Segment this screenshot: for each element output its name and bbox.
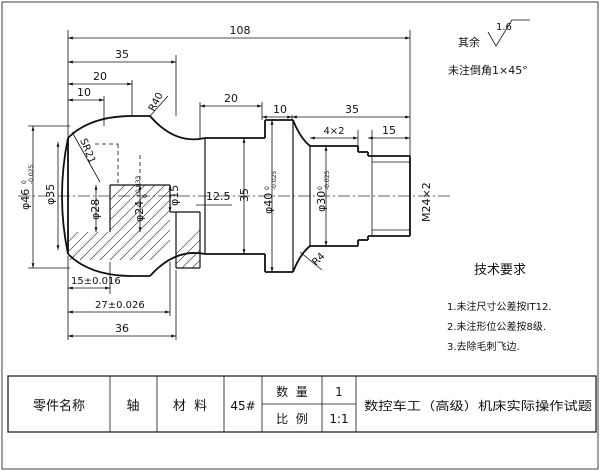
diameter-dimensions: φ46 0-0.025 φ35 SR21 φ28 φ24 +0.0330 φ15… [19,120,433,272]
quantity-value: 1 [335,385,343,399]
dim-len-10-left: 10 [77,86,91,99]
dim-dia-30: φ30 [315,191,328,212]
roughness-prefix: 其余 [458,35,480,49]
technical-requirements: 技术要求 1.未注尺寸公差按IT12. 2.未注形位公差按8级. 3.去除毛刺飞… [447,263,552,353]
dim-dia-24-tol: +0.0330 [135,176,149,198]
roughness-value: 1.6 [496,22,512,33]
tech-req-item-1: 1.未注尺寸公差按IT12. [447,300,552,313]
quantity-label: 数 量 [276,384,308,399]
roughness-note: 其余 1.6 未注倒角1×45° [448,19,530,77]
top-dimensions: 108 35 20 10 R40 20 10 35 4×2 15 [67,24,411,156]
dim-len-35-right: 35 [345,103,359,116]
dim-radius-4: R4 [310,251,327,268]
tech-req-title: 技术要求 [474,263,526,278]
roughness-symbol [487,19,530,47]
dim-sphere-sr: SR21 [77,137,97,165]
dim-len-10-right: 10 [273,103,287,116]
dim-dia-46: φ46 [19,189,32,210]
dim-dia-30-tol: 0-0.025 [317,170,331,190]
dim-dia-28: φ28 [89,199,102,220]
scale-value: 1:1 [329,412,348,426]
dim-groove-4x2: 4×2 [323,126,344,137]
bottom-dimensions: 15±0.016 27±0.026 36 [67,256,177,340]
dim-len-12-5: 12.5 [206,190,231,203]
dim-dia-35-neck: 35 [238,188,251,202]
dim-dia-35: φ35 [44,184,57,205]
dim-dia-40-tol: 0-0.025 [264,170,278,190]
dim-overall-length: 108 [230,24,251,37]
dim-len-35-left: 35 [115,48,129,61]
material-label: 材 料 [173,399,207,414]
dim-len-36: 36 [115,322,129,335]
dim-dia-46-tol: 0-0.025 [21,164,35,184]
dim-len-20-left: 20 [93,70,107,83]
part-name-value: 轴 [126,399,139,414]
dim-len-20-mid: 20 [224,92,238,105]
tech-req-item-3: 3.去除毛刺飞边. [447,340,520,353]
title-block: 零件名称 轴 材 料 45# 数 量 1 比 例 1:1 数控车工（高级）机床实… [7,375,597,433]
tech-req-item-2: 2.未注形位公差按8级. [447,320,546,333]
part-name-label: 零件名称 [33,398,85,414]
section-hatch-2 [176,212,200,268]
dim-thread: M24×2 [420,182,433,222]
dim-radius-40: R40 [147,91,166,114]
dim-len-15-right: 15 [382,124,396,137]
dim-len-27-tol: 27±0.026 [95,300,145,311]
dim-len-15-tol: 15±0.016 [71,276,121,287]
dim-dia-40: φ40 [262,193,275,214]
chamfer-note: 未注倒角1×45° [448,63,528,77]
exam-title: 数控车工（高级）机床实际操作试题 [364,398,592,413]
dim-dia-24: φ24 [133,201,146,222]
scale-label: 比 例 [276,412,308,426]
section-hatch [68,185,170,260]
material-value: 45# [230,399,255,413]
dim-dia-15: φ15 [168,185,181,206]
